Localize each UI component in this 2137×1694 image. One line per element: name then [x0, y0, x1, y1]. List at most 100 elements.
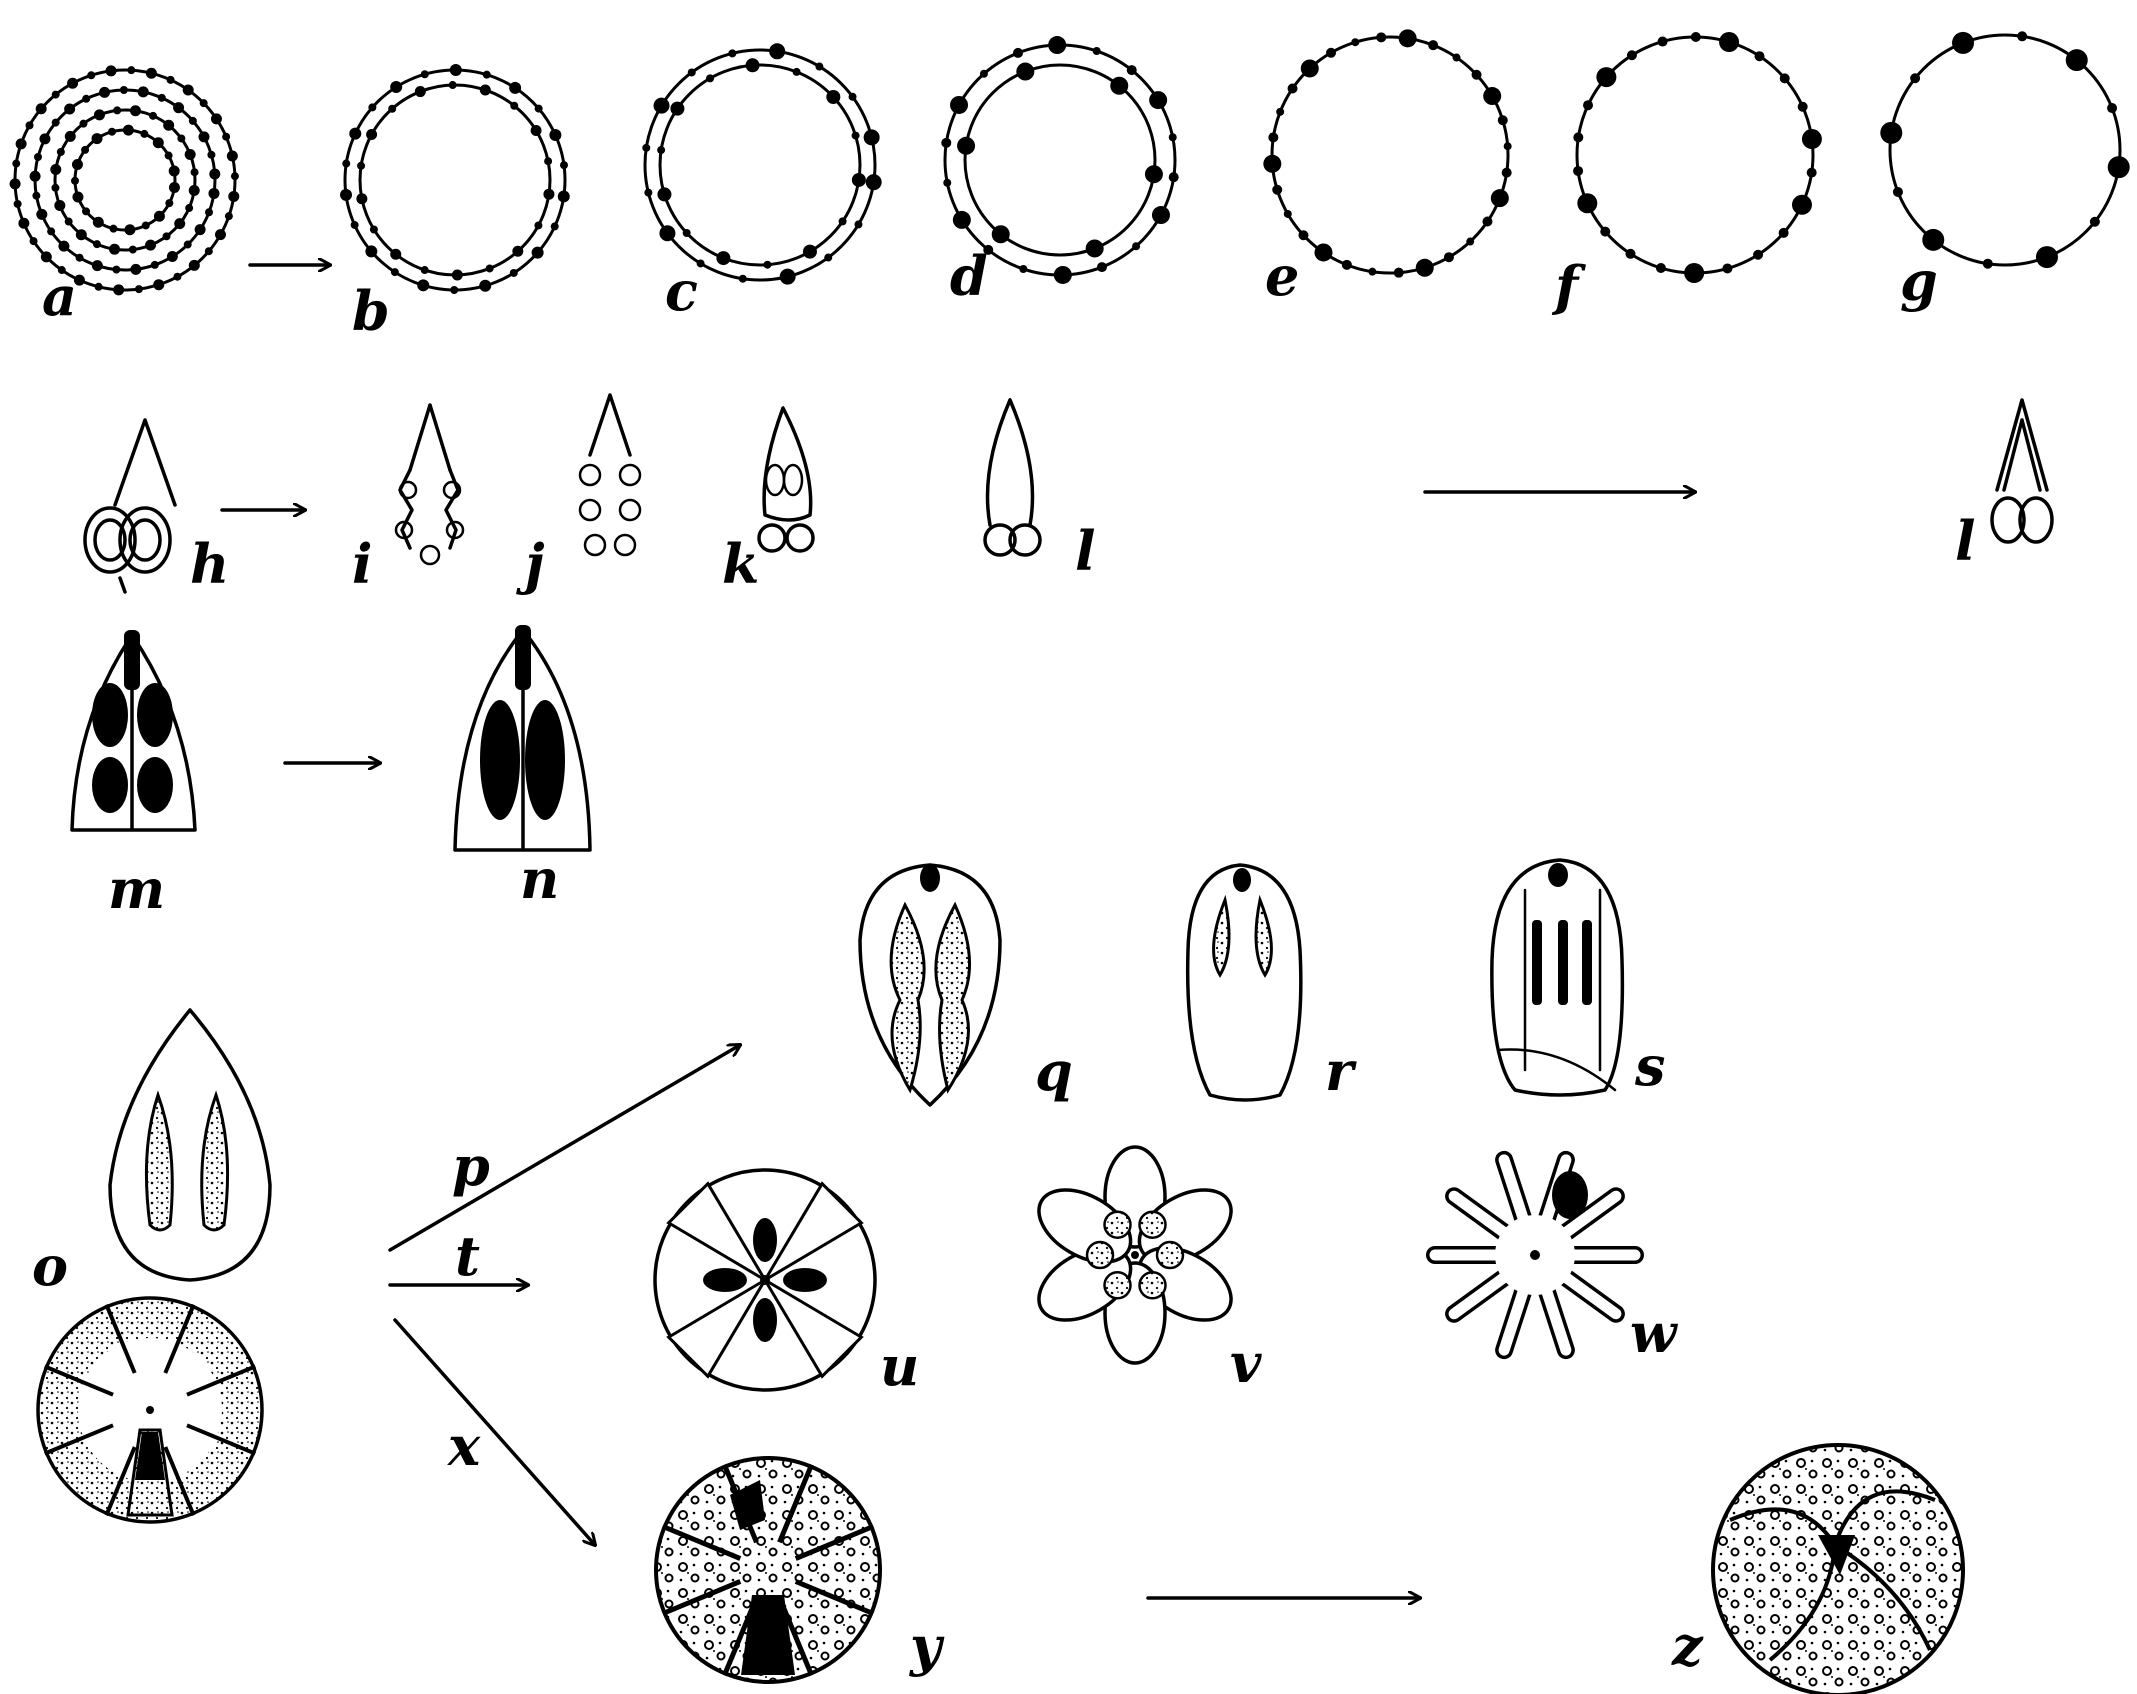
ring-a-dot	[124, 224, 135, 235]
ring-a-dot	[65, 131, 76, 142]
ring-c-outer-circle	[645, 50, 875, 280]
ring-c-outer-dot	[780, 269, 796, 285]
ring-b-inner-dot	[356, 193, 367, 204]
ring-e-dot	[1368, 268, 1376, 276]
ring-c-outer-dot	[644, 189, 652, 197]
polar-o-center	[146, 1406, 154, 1414]
ring-a-dot	[227, 151, 238, 162]
ring-a-dot	[108, 128, 116, 136]
ring-a-dot	[222, 133, 230, 141]
ring-a-dot	[205, 208, 213, 216]
ring-d-outer-dot	[1093, 47, 1101, 55]
ring-a-dot	[215, 229, 226, 240]
ring-a-dot	[58, 241, 69, 252]
ring-a-dot	[209, 169, 220, 180]
ring-f-dot	[1573, 132, 1583, 142]
ring-g-dot	[1952, 32, 1974, 54]
ring-a-dot	[76, 254, 84, 262]
ring-d-outer-dot	[1097, 262, 1107, 272]
pollen-y-polar-view	[656, 1458, 880, 1682]
ring-b-inner-circle	[360, 85, 550, 275]
ring-f-dot	[1798, 102, 1808, 112]
arrow-x	[395, 1320, 595, 1545]
ring-b-outer-dot	[450, 286, 458, 294]
ring-c-inner-dot	[683, 229, 691, 237]
ring-e-dot	[1376, 32, 1386, 42]
ring-g-dot	[2036, 246, 2058, 268]
ring-d-outer-dot	[943, 179, 951, 187]
ring-b-outer-dot	[535, 105, 543, 113]
ring-a-dot	[167, 251, 178, 262]
ring-a-dot	[127, 66, 135, 74]
ring-b-inner-dot	[452, 269, 463, 280]
ring-e-dot	[1272, 185, 1282, 195]
ring-f-dot	[1658, 37, 1668, 47]
ring-a-dot	[177, 134, 185, 142]
label-z: z	[1671, 1614, 1704, 1678]
ring-f-dot	[1719, 32, 1739, 52]
ring-e-dot	[1351, 38, 1359, 46]
ring-e-dot	[1504, 142, 1512, 150]
anther-l-second	[1992, 400, 2052, 542]
ring-a-dot	[149, 112, 157, 120]
ring-d-inner-dot	[1145, 165, 1163, 183]
label-e: e	[1265, 244, 1299, 308]
ring-e-dot	[1276, 108, 1284, 116]
ring-b-inner-dot	[544, 157, 552, 165]
anther-h	[85, 420, 175, 592]
ring-a-dot	[81, 146, 89, 154]
label-l-second: l	[1955, 509, 1976, 573]
ring-f-dot	[1600, 227, 1610, 237]
ring-c-outer-dot	[728, 49, 736, 57]
ring-a-dot	[67, 78, 78, 89]
polar-v-pore	[1105, 1212, 1131, 1238]
ring-a-dot	[130, 105, 141, 116]
ring-g-dot	[2090, 217, 2100, 227]
ring-a-dot	[191, 168, 199, 176]
ring-a-dot	[32, 192, 40, 200]
ring-b-inner-dot	[486, 264, 494, 272]
label-l-first: l	[1075, 519, 1096, 583]
ring-b-outer-dot	[342, 160, 350, 168]
ring-b-outer-circle	[345, 70, 565, 290]
polar-v-pore	[1105, 1272, 1131, 1298]
ring-a-dot	[208, 188, 219, 199]
ring-a-dot	[34, 153, 42, 161]
ring-b-inner-dot	[366, 129, 377, 140]
ring-b-inner-dot	[357, 162, 365, 170]
label-k: k	[722, 532, 759, 596]
ring-b-outer-dot	[390, 81, 402, 93]
ring-c-inner-dot	[657, 146, 665, 154]
polar-v-pore	[1157, 1242, 1183, 1268]
label-j: j	[516, 532, 545, 596]
ring-a-dot	[113, 284, 124, 295]
ring-f-dot	[1755, 51, 1765, 61]
ring-b-inner-dot	[534, 221, 542, 229]
ring-c-outer-dot	[659, 225, 675, 241]
ring-b-outer-dot	[549, 129, 561, 141]
carpel-m	[72, 630, 195, 830]
ring-a-dot	[109, 225, 117, 233]
ring-f-dot	[1792, 195, 1812, 215]
ring-a-dot	[198, 131, 209, 142]
ring-a-dot	[225, 212, 233, 220]
label-i: i	[352, 532, 373, 596]
ring-a-dot	[14, 200, 22, 208]
ring-a-dot	[185, 149, 196, 160]
label-o: o	[32, 1234, 68, 1298]
ring-b-outer-dot	[532, 247, 544, 259]
ring-c-inner-dot	[670, 102, 684, 116]
anther-j	[580, 395, 640, 555]
ring-a-dot	[30, 171, 41, 182]
ring-b-inner-dot	[480, 84, 491, 95]
ring-a-dot	[158, 94, 166, 102]
ring-d-inner-circle	[965, 65, 1155, 255]
ring-e-dot	[1263, 155, 1281, 173]
ring-a-dot	[47, 227, 55, 235]
ring-b-outer-dot	[558, 190, 570, 202]
ring-b-inner-dot	[543, 189, 554, 200]
ring-b-outer-dot	[368, 103, 376, 111]
ring-d-outer-dot	[941, 138, 951, 148]
ring-a-dot	[57, 148, 65, 156]
pollen-v-polar-view	[1026, 1147, 1243, 1363]
